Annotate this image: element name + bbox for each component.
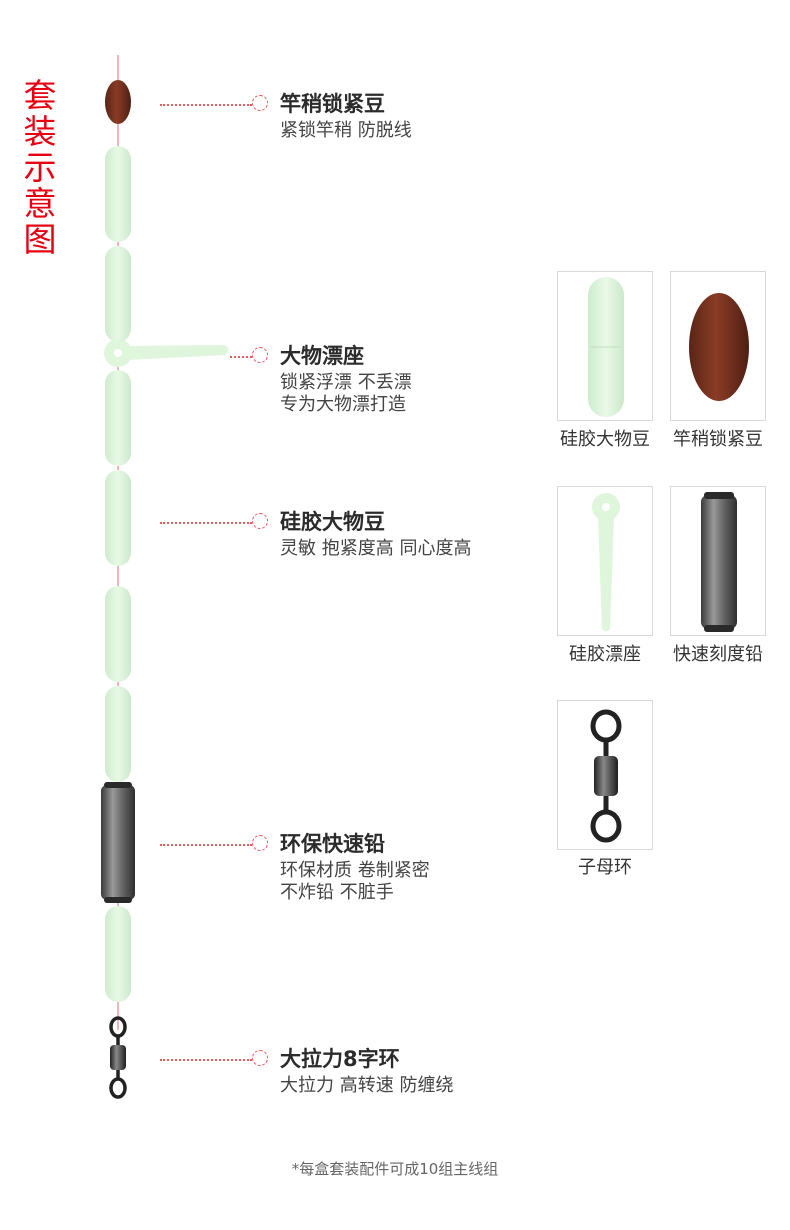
product-lock-bean	[670, 271, 766, 421]
pointer-ring-icon	[252, 347, 268, 363]
silicone-bean	[105, 370, 131, 466]
silicone-bean	[105, 470, 131, 566]
pointer-ring-icon	[252, 95, 268, 111]
product-label: 竿稍锁紧豆	[673, 429, 763, 450]
leader-dots	[160, 104, 252, 106]
callout-desc: 灵敏 抱紧度高 同心度高	[280, 538, 471, 560]
silicone-bean	[105, 146, 131, 242]
product-label: 快速刻度铅	[673, 644, 763, 665]
callout-lock-bean: 竿稍锁紧豆 紧锁竿稍 防脱线	[160, 90, 580, 170]
callout-float-seat: 大物漂座 锁紧浮漂 不丢漂 专为大物漂打造	[160, 342, 580, 422]
footnote: *每盒套装配件可成10组主线组	[291, 1160, 499, 1178]
silicone-bean	[105, 246, 131, 342]
product-silicone-bean	[557, 271, 653, 421]
swivel	[109, 1016, 127, 1099]
callout-desc-line: 灵敏 抱紧度高 同心度高	[280, 538, 472, 559]
pointer-ring-icon	[252, 1050, 268, 1066]
callout-sinker: 环保快速铅 环保材质 卷制紧密 不炸铅 不脏手	[160, 830, 580, 910]
product-sinker	[670, 486, 766, 636]
product-float-seat	[557, 486, 653, 636]
callout-desc-line: 专为大物漂打造	[280, 394, 406, 415]
product-swivel	[557, 700, 653, 850]
leader-dots	[160, 1059, 252, 1061]
callout-desc: 环保材质 卷制紧密 不炸铅 不脏手	[280, 860, 430, 904]
product-label: 硅胶漂座	[569, 644, 641, 665]
callout-title: 硅胶大物豆	[280, 510, 385, 534]
silicone-bean	[105, 586, 131, 682]
callout-desc: 锁紧浮漂 不丢漂 专为大物漂打造	[280, 372, 412, 416]
swivel-icon	[590, 709, 622, 843]
callout-title: 环保快速铅	[280, 832, 385, 856]
callout-desc: 紧锁竿稍 防脱线	[280, 120, 412, 142]
pointer-ring-icon	[252, 835, 268, 851]
silicone-bean	[105, 906, 131, 1002]
lock-bean	[105, 80, 131, 124]
side-title: 套装示意图	[23, 76, 57, 259]
silicone-bean-icon	[588, 277, 624, 417]
product-label: 子母环	[578, 857, 632, 878]
leader-dots	[160, 844, 252, 846]
callout-desc: 大拉力 高转速 防缠绕	[280, 1075, 453, 1097]
callout-swivel: 大拉力8字环 大拉力 高转速 防缠绕	[160, 1045, 580, 1125]
callout-desc-line: 锁紧浮漂 不丢漂	[280, 372, 412, 393]
callout-title: 竿稍锁紧豆	[280, 92, 385, 116]
silicone-bean	[105, 686, 131, 782]
pointer-ring-icon	[252, 513, 268, 529]
callout-desc-line: 紧锁竿稍 防脱线	[280, 120, 412, 141]
callout-desc-line: 大拉力 高转速 防缠绕	[280, 1075, 454, 1096]
leader-dots	[160, 522, 252, 524]
callout-desc-line: 环保材质 卷制紧密	[280, 860, 430, 881]
lock-bean-icon	[689, 293, 749, 401]
float-seat-icon	[592, 493, 620, 632]
leader-dots	[230, 356, 252, 358]
callout-desc-line: 不炸铅 不脏手	[280, 882, 394, 903]
callout-silicone-bean: 硅胶大物豆 灵敏 抱紧度高 同心度高	[160, 508, 580, 588]
swivel-barrel	[110, 1045, 126, 1070]
sinker-icon	[701, 492, 737, 632]
float-seat	[104, 339, 229, 367]
product-label: 硅胶大物豆	[560, 429, 650, 450]
sinker	[101, 782, 135, 903]
callout-title: 大物漂座	[280, 344, 364, 368]
callout-title: 大拉力8字环	[280, 1047, 400, 1071]
